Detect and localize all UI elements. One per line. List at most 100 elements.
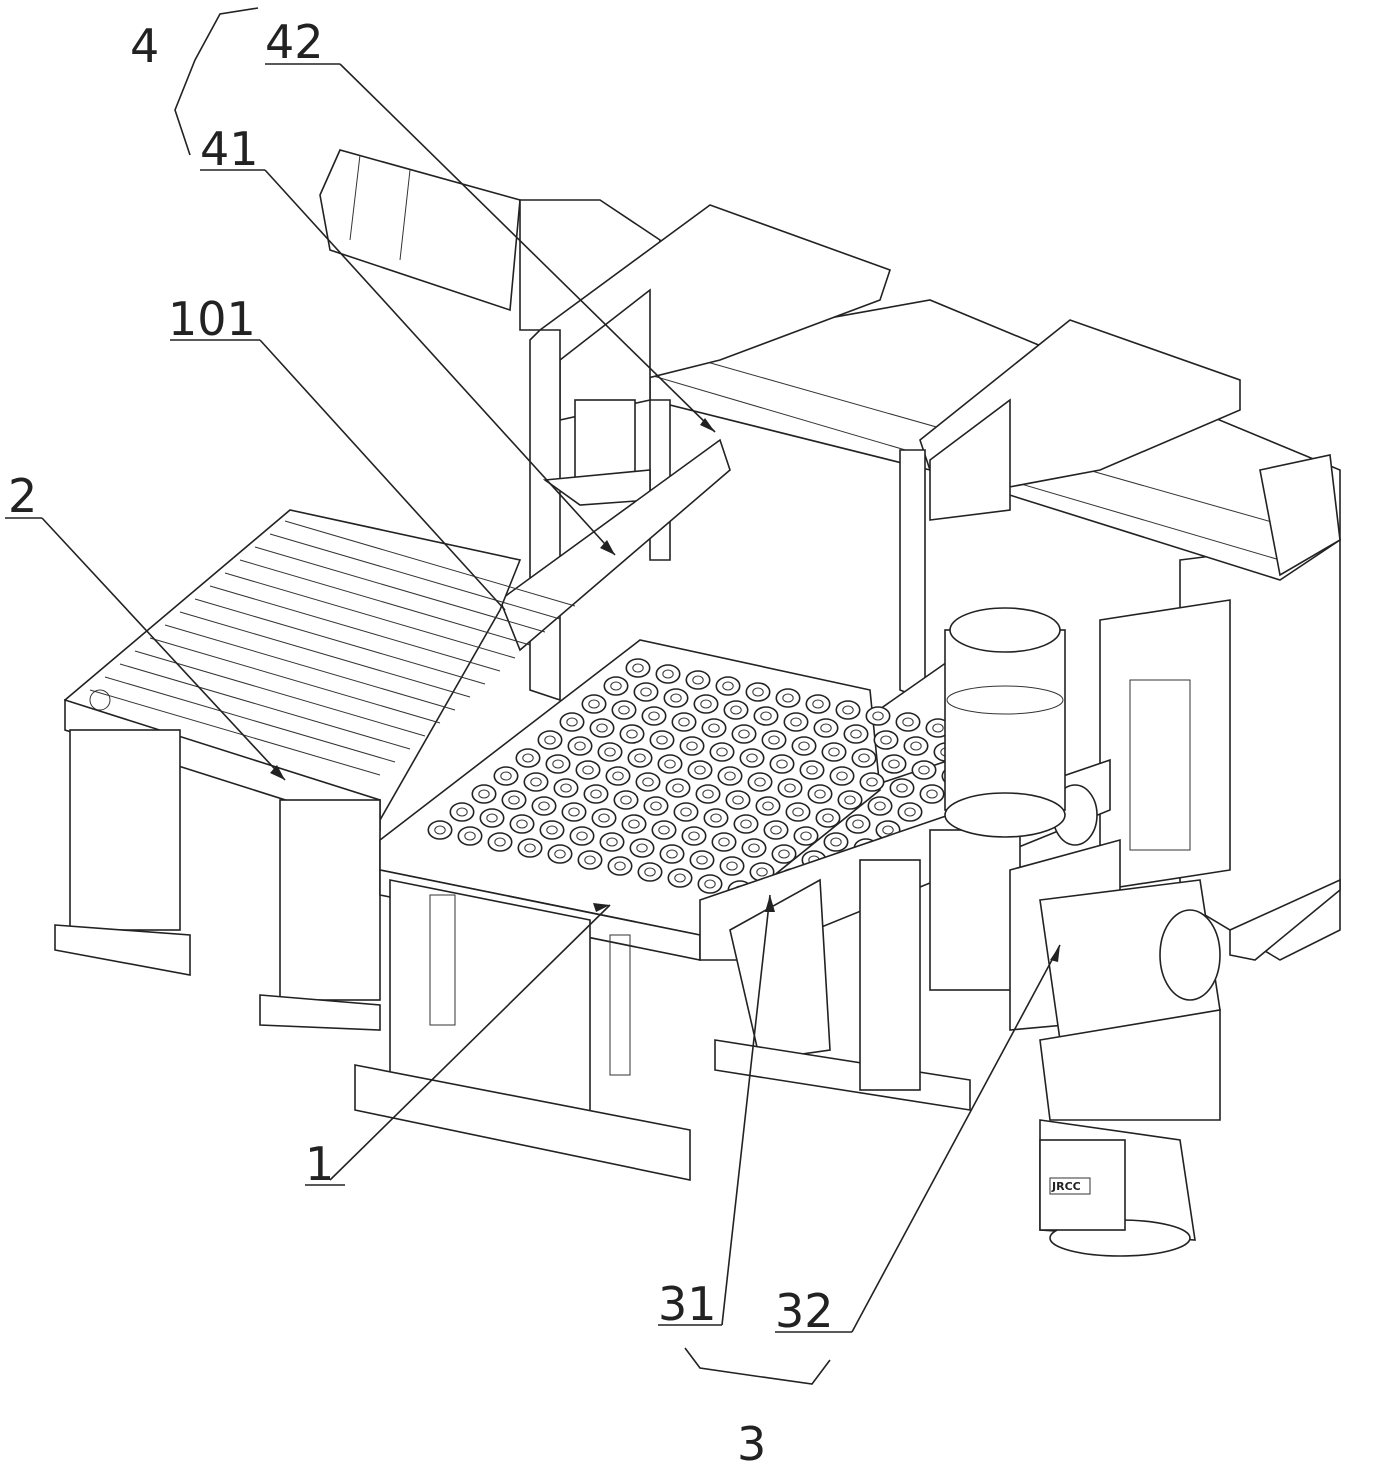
bearing <box>592 809 615 827</box>
bearing <box>660 845 683 863</box>
bearing <box>680 737 703 755</box>
bearing <box>882 755 905 773</box>
bearing <box>628 749 651 767</box>
bearing <box>568 737 591 755</box>
bearing <box>846 815 869 833</box>
bearing <box>890 779 913 797</box>
bearing <box>488 833 511 851</box>
bearing <box>554 779 577 797</box>
geared-motor: JRCC <box>1040 880 1220 1256</box>
bearing <box>786 803 809 821</box>
bearing <box>860 773 883 791</box>
bearing <box>866 707 889 725</box>
bearing <box>614 791 637 809</box>
bearing <box>666 779 689 797</box>
bearing <box>874 731 897 749</box>
bearing <box>824 833 847 851</box>
bearing <box>516 749 539 767</box>
bearing <box>548 845 571 863</box>
label-42: 42 <box>265 15 324 69</box>
label-4: 4 <box>130 19 159 73</box>
bearing <box>868 797 891 815</box>
bearing <box>720 857 743 875</box>
bearing <box>644 797 667 815</box>
bearing <box>704 809 727 827</box>
bearing <box>698 875 721 893</box>
bearing <box>658 755 681 773</box>
bearing <box>836 701 859 719</box>
bearing <box>754 707 777 725</box>
bearing <box>636 773 659 791</box>
bearing <box>576 761 599 779</box>
bearing <box>896 713 919 731</box>
bearing <box>626 659 649 677</box>
bearing <box>784 713 807 731</box>
bearing <box>712 833 735 851</box>
bearing <box>538 731 561 749</box>
bearing <box>458 827 481 845</box>
bearing <box>920 785 943 803</box>
bearing <box>584 785 607 803</box>
bearing <box>808 785 831 803</box>
bearing <box>642 707 665 725</box>
bearing <box>562 803 585 821</box>
bearing <box>838 791 861 809</box>
bearing <box>702 719 725 737</box>
bearing <box>764 821 787 839</box>
bearing <box>696 785 719 803</box>
bearing <box>726 791 749 809</box>
bearing <box>450 803 473 821</box>
bearing <box>898 803 921 821</box>
bearing <box>606 767 629 785</box>
label-32: 32 <box>775 1284 834 1338</box>
bearing <box>770 755 793 773</box>
bearing <box>814 719 837 737</box>
bearing <box>748 773 771 791</box>
bearing <box>742 839 765 857</box>
label-41: 41 <box>200 122 259 176</box>
bearing <box>622 815 645 833</box>
bearing <box>844 725 867 743</box>
bearing <box>710 743 733 761</box>
bearing <box>502 791 525 809</box>
bearing <box>472 785 495 803</box>
bearing <box>620 725 643 743</box>
bearing <box>674 803 697 821</box>
bearing <box>778 779 801 797</box>
bearing <box>686 671 709 689</box>
bearing <box>734 815 757 833</box>
bearing <box>630 839 653 857</box>
bearing <box>816 809 839 827</box>
bearing <box>652 821 675 839</box>
bearing <box>570 827 593 845</box>
bearing <box>600 833 623 851</box>
bearing <box>546 755 569 773</box>
bearing <box>740 749 763 767</box>
bearing <box>746 683 769 701</box>
bearing <box>604 677 627 695</box>
bearing <box>590 719 613 737</box>
bearing <box>532 797 555 815</box>
bearing <box>716 677 739 695</box>
bearing <box>518 839 541 857</box>
bearing <box>560 713 583 731</box>
bearing <box>608 857 631 875</box>
label-2: 2 <box>8 469 37 523</box>
bearing <box>672 713 695 731</box>
bearing <box>650 731 673 749</box>
bearing <box>822 743 845 761</box>
bearing <box>688 761 711 779</box>
bearing <box>428 821 451 839</box>
bearing <box>612 701 635 719</box>
bearing <box>776 689 799 707</box>
bearing <box>794 827 817 845</box>
bearing <box>792 737 815 755</box>
bearing <box>694 695 717 713</box>
bearing <box>540 821 563 839</box>
bearing <box>664 689 687 707</box>
label-3: 3 <box>737 1417 766 1469</box>
bearing <box>806 695 829 713</box>
bearing <box>904 737 927 755</box>
bearing <box>772 845 795 863</box>
bearing <box>668 869 691 887</box>
